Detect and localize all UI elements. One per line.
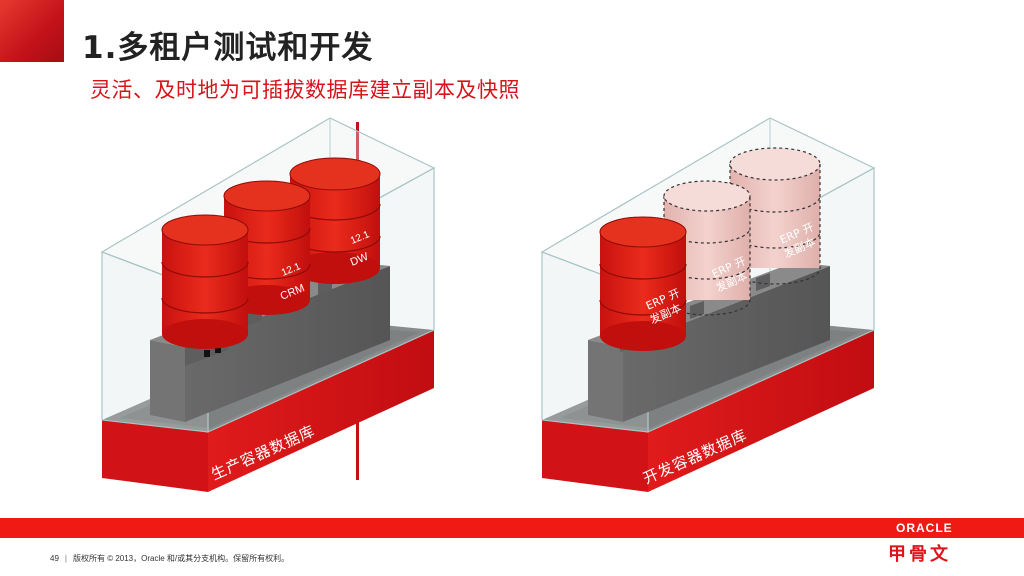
oracle-logo-cn: 甲骨文	[888, 544, 951, 565]
socket-icon	[204, 350, 210, 357]
base-front	[102, 420, 208, 492]
footer: 49|版权所有 © 2013，Oracle 和/或其分支机构。保留所有权利。	[50, 554, 290, 563]
database-cylinder	[161, 214, 249, 349]
oracle-logo: ORACLE	[896, 521, 953, 535]
slide-subtitle: 灵活、及时地为可插拔数据库建立副本及快照	[90, 78, 520, 102]
development-container	[540, 117, 876, 492]
slide-title: 1.多租户测试和开发	[82, 30, 374, 66]
corner-accent	[0, 0, 64, 62]
copyright-text: 版权所有 © 2013，Oracle 和/或其分支机构。保留所有权利。	[72, 554, 290, 563]
database-cylinder-erp: ERP 开 发副本	[599, 216, 687, 351]
cdb-block-side	[185, 266, 390, 422]
page-number: 49	[50, 554, 59, 563]
base-side	[208, 330, 434, 492]
cdb-block-front	[150, 340, 185, 422]
socket-icon	[215, 346, 221, 353]
footer-bar	[0, 518, 1024, 538]
